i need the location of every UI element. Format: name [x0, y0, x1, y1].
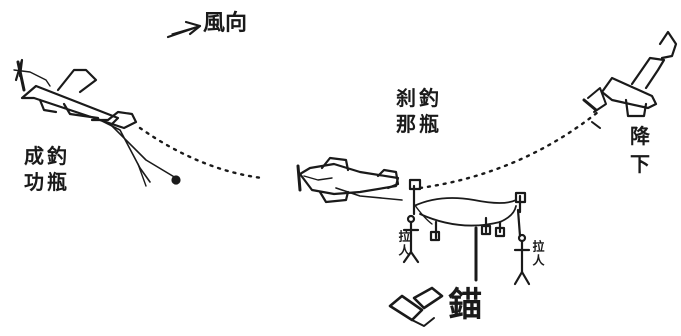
- anchor-block-icon: [388, 286, 444, 327]
- left-airplane-icon: [13, 58, 181, 187]
- flight-path-right: [418, 110, 600, 190]
- ground-crew-left-label: 拉人: [397, 230, 411, 258]
- descend-char-2: 下: [630, 152, 650, 176]
- ground-crew-left-icon: [402, 214, 420, 264]
- wind-arrow-icon: [166, 20, 202, 39]
- wind-direction-label: 風向: [203, 10, 248, 36]
- pickup-rig: [408, 178, 527, 282]
- pickup-success-line1: 成釣: [24, 144, 70, 168]
- center-airplane-icon: [296, 156, 403, 204]
- ground-crew-right-label: 拉人: [531, 240, 545, 268]
- flight-path-left: [138, 126, 264, 180]
- descend-char-1: 降: [630, 124, 650, 148]
- right-airplane-icon: [582, 30, 678, 129]
- anchor-label: 錨: [448, 285, 482, 325]
- pickup-success-line2: 功瓶: [24, 170, 70, 194]
- descend-label: 降 下: [630, 126, 650, 174]
- ground-crew-right-icon: [513, 233, 531, 286]
- pickup-moment-label: 刹釣 那瓶: [396, 88, 442, 134]
- pickup-success-label: 成釣 功瓶: [24, 146, 70, 192]
- pickup-moment-line2: 那瓶: [396, 112, 442, 136]
- pickup-moment-line1: 刹釣: [396, 86, 442, 110]
